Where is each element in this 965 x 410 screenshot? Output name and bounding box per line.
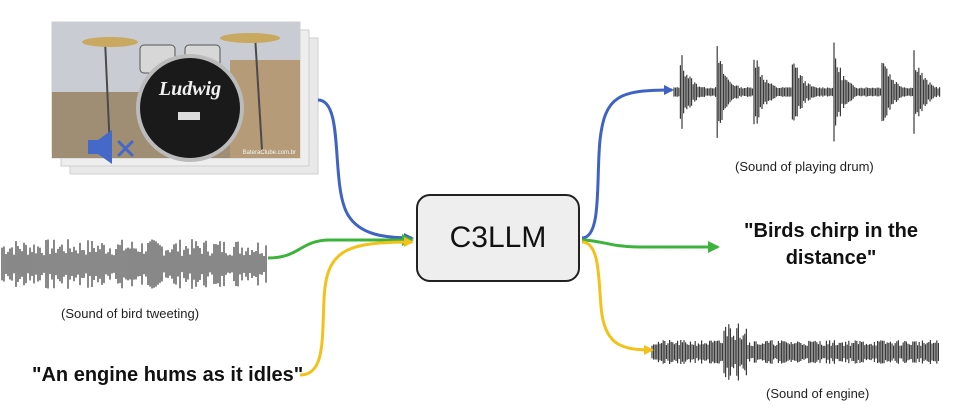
bird-audio-caption: (Sound of bird tweeting) bbox=[61, 306, 200, 321]
text-prompt-to-model-arrow bbox=[299, 237, 414, 377]
model-to-engine-audio-arrow bbox=[581, 240, 654, 355]
drum-waveform bbox=[673, 42, 941, 142]
model-to-drum-audio-arrow bbox=[581, 85, 674, 240]
mute-icon bbox=[88, 130, 134, 164]
video-to-model-arrow bbox=[317, 98, 414, 243]
bird-audio-to-model-arrow bbox=[267, 234, 414, 260]
text-caption-line-1: "Birds chirp in the bbox=[744, 220, 918, 242]
video-watermark: BateraClube.com.br bbox=[243, 150, 296, 156]
video-input: Ludwig BateraClube.com.br bbox=[51, 21, 319, 175]
text-caption-output: "Birds chirp in the distance" bbox=[726, 220, 936, 270]
c3llm-model-box: C3LLM bbox=[416, 194, 580, 282]
drum-brand-text: Ludwig bbox=[158, 78, 221, 100]
text-caption-line-2: distance" bbox=[785, 247, 877, 269]
bass-drum bbox=[136, 54, 244, 162]
text-prompt-input: "An engine hums as it idles" bbox=[32, 364, 304, 386]
model-to-text-caption-arrow bbox=[581, 238, 720, 253]
engine-waveform bbox=[651, 323, 940, 381]
model-label: C3LLM bbox=[449, 221, 547, 254]
engine-audio-caption: (Sound of engine) bbox=[766, 386, 870, 401]
bird-tweeting-waveform bbox=[1, 239, 267, 289]
video-frame: Ludwig BateraClube.com.br bbox=[51, 21, 301, 164]
drum-audio-caption: (Sound of playing drum) bbox=[735, 159, 874, 174]
